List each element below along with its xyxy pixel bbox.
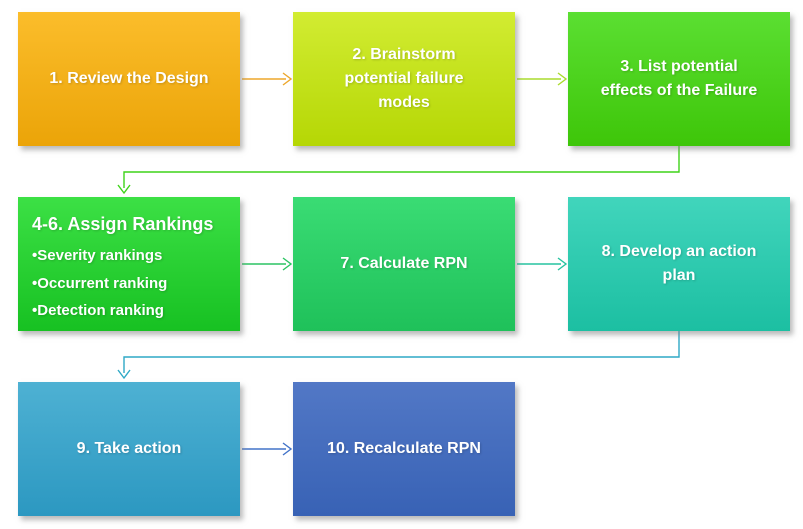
step-box-develop-action-plan: 8. Develop an action plan [568, 197, 790, 331]
step-label: 8. Develop an action plan [601, 243, 757, 284]
arrow-step2-to-step3 [517, 72, 568, 86]
step-box-review-design: 1. Review the Design [18, 12, 240, 146]
step-label: 10. Recalculate RPN [327, 440, 481, 457]
step-label: 1. Review the Design [49, 70, 209, 87]
step-box-calculate-rpn: 7. Calculate RPN [293, 197, 515, 331]
bullet-icon: • [32, 274, 38, 292]
arrow-step7-to-step8 [517, 257, 568, 271]
list-item: •Severity rankings [32, 246, 167, 266]
list-item-label: Severity rankings [37, 247, 163, 265]
list-item-label: Occurrent ranking [37, 274, 168, 292]
step-box-recalculate-rpn: 10. Recalculate RPN [293, 382, 515, 516]
arrow-step1-to-step2 [242, 72, 293, 86]
list-item: •Detection ranking [32, 301, 167, 321]
step-box-assign-rankings: 4-6. Assign Rankings •Severity rankings … [18, 197, 240, 331]
step-label: 2. Brainstorm potential failure modes [344, 46, 464, 111]
step-label: 7. Calculate RPN [340, 255, 468, 272]
step-label: 3. List potential effects of the Failure [600, 58, 758, 99]
bullet-icon: • [32, 247, 38, 265]
list-item-label: Detection ranking [37, 301, 164, 319]
arrow-step9-to-step10 [242, 442, 293, 456]
step-label: 9. Take action [76, 440, 182, 457]
list-item: •Occurrent ranking [32, 274, 167, 294]
step-box-brainstorm-failure-modes: 2. Brainstorm potential failure modes [293, 12, 515, 146]
arrow-step3-to-step4 [117, 146, 680, 195]
step-box-list-effects: 3. List potential effects of the Failure [568, 12, 790, 146]
bullet-icon: • [32, 301, 38, 319]
arrow-step4-to-step7 [242, 257, 293, 271]
arrow-step8-to-step9 [117, 331, 680, 380]
step-box-take-action: 9. Take action [18, 382, 240, 516]
step-label: 4-6. Assign Rankings [32, 214, 214, 234]
rankings-list: •Severity rankings •Occurrent ranking •D… [32, 246, 167, 328]
